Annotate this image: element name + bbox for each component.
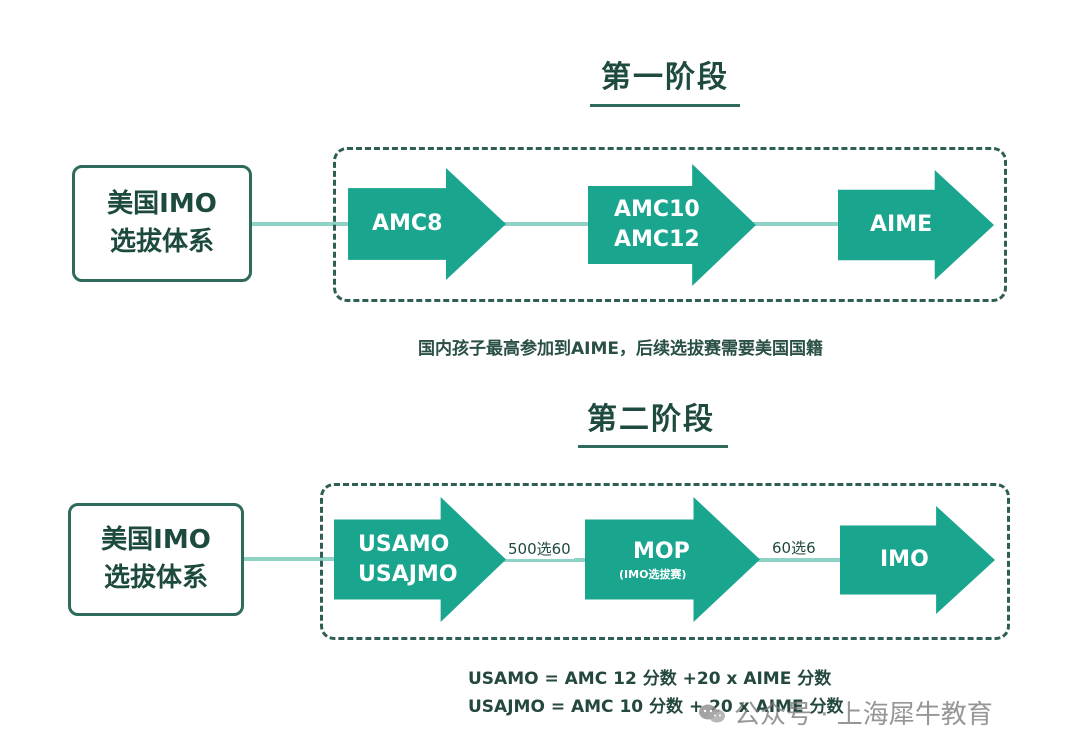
wechat-icon [698,702,726,724]
stage2-title-underline [578,445,728,448]
stage2-step-mop-label: MOP [633,538,690,564]
stage1-system-line-2: 选拔体系 [109,226,214,257]
stage2-formula-usamo: USAMO = AMC 12 分数 +20 x AIME 分数 [468,669,832,689]
stage2-step-mop-sublabel: (IMO选拔赛) [619,567,687,581]
stage1-title: 第一阶段 [601,60,729,95]
stage1-system-box: 美国IMO 选拔体系 [72,165,252,282]
stage1-container [333,147,1007,302]
stage2-connector-2 [752,558,844,562]
stage2-container [320,483,1010,640]
stage1-system-line-1: 美国IMO [107,188,217,219]
stage2-step-usamo-label: USAMO [358,531,450,557]
stage2-title: 第二阶段 [587,402,715,437]
stage2-connector-1 [500,558,590,562]
stage1-step-amc8-label: AMC8 [372,211,443,237]
stage2-step-usajmo-label: USAJMO [358,561,458,587]
stage2-system-line-2: 选拔体系 [103,562,208,593]
stage1-title-underline [590,104,740,107]
stage1-note: 国内孩子最高参加到AIME，后续选拔赛需要美国国籍 [418,339,824,359]
stage2-selection-60-6: 60选6 [769,537,819,558]
stage1-connector-2 [752,222,844,226]
stage2-step-imo-label: IMO [880,547,929,573]
stage1-step-amc12-label: AMC12 [614,227,700,252]
watermark: 公众号 · 上海犀牛教育 [698,694,993,731]
stage1-connector-system [252,222,352,226]
stage2-system-box: 美国IMO 选拔体系 [68,503,244,616]
stage2-selection-500-60: 500选60 [505,538,574,559]
stage2-system-line-1: 美国IMO [101,524,211,555]
stage2-connector-system [244,557,340,561]
stage2-formula-usajmo: USAJMO = AMC 10 分数 + 20 x AIME 分数 [468,697,844,717]
watermark-text: 公众号 · 上海犀牛教育 [734,700,993,730]
stage1-step-amc10-label: AMC10 [614,197,700,223]
stage1-step-aime-label: AIME [870,212,933,238]
stage1-connector-1 [500,222,592,226]
